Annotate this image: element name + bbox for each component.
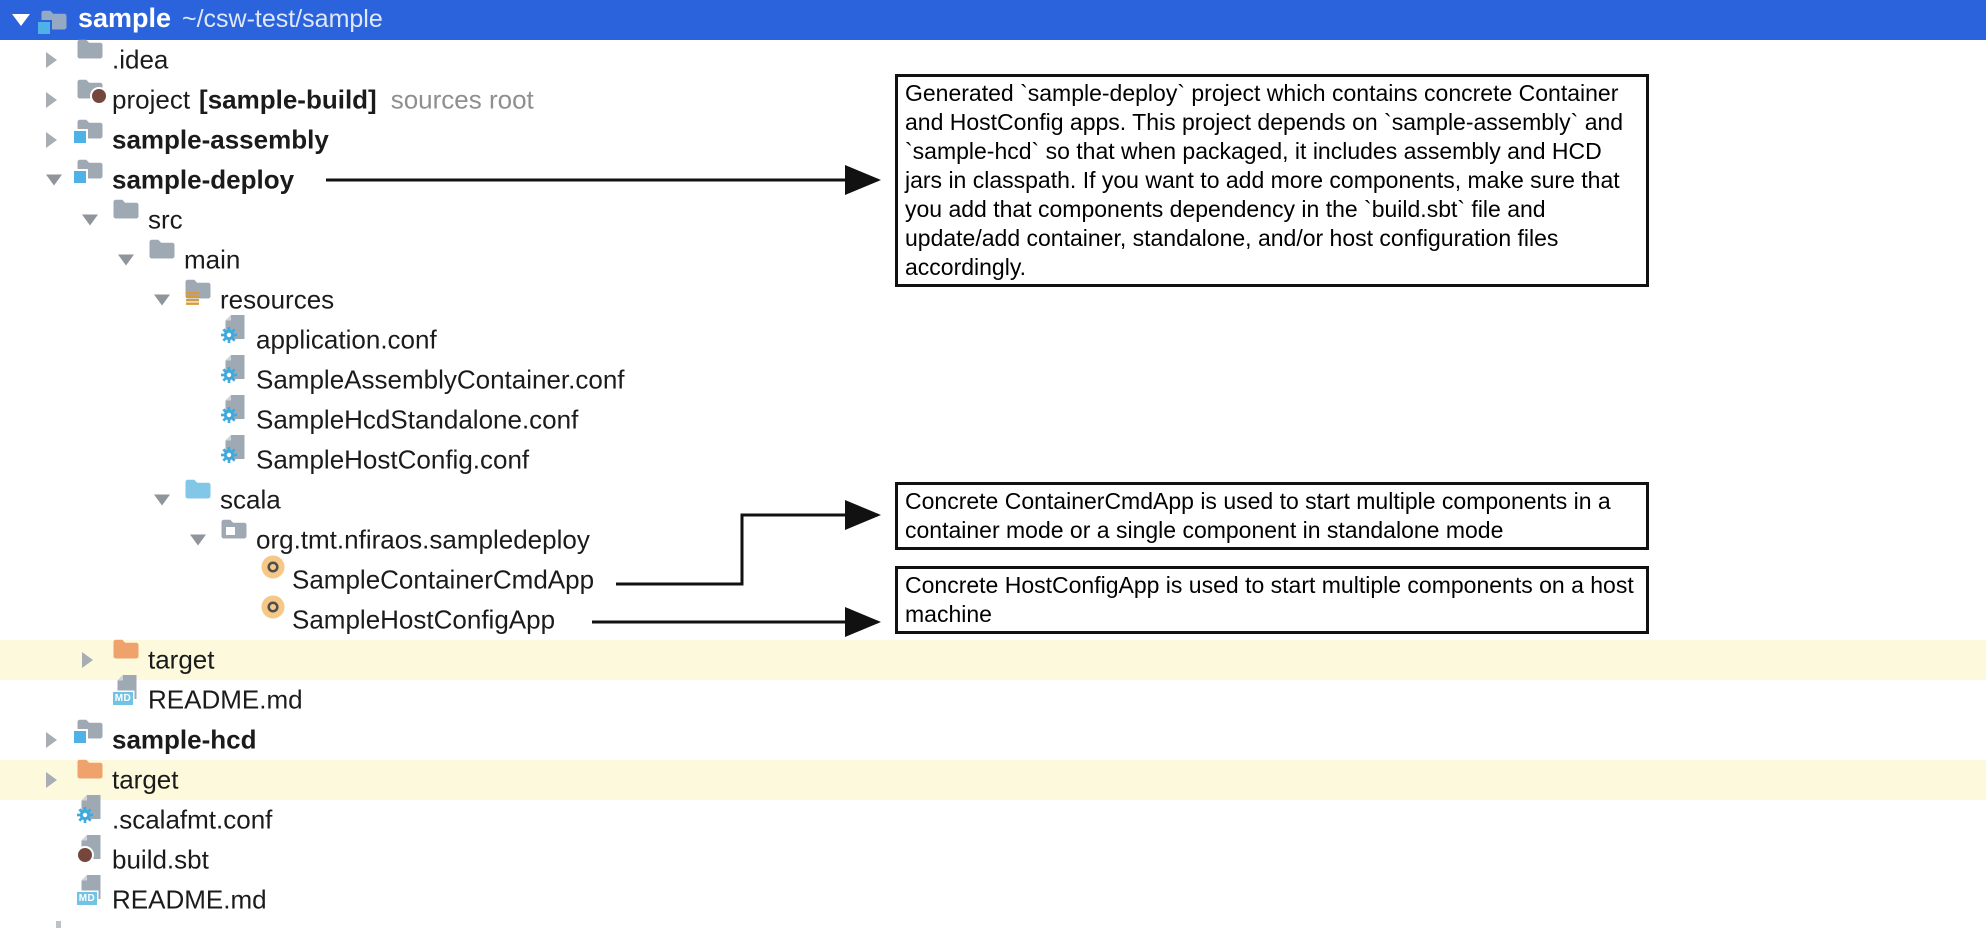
file-md-icon: MD	[113, 675, 138, 713]
tree-row-target[interactable]: target	[0, 639, 1986, 680]
tree-item-label: main	[184, 244, 241, 275]
annotation-box-container-cmd-app: Concrete ContainerCmdApp is used to star…	[895, 482, 1649, 550]
tree-row-application-conf[interactable]: application.conf	[0, 315, 1986, 360]
tree-item-label: SampleHostConfig.conf	[256, 444, 530, 475]
tree-row-project[interactable]: project [sample-build] sources root	[0, 79, 1986, 120]
tree-row-sample-root[interactable]: sample ~/csw-test/sample	[0, 0, 1986, 40]
file-conf-icon	[221, 355, 246, 393]
chevron-collapsed-icon[interactable]	[46, 772, 57, 788]
tree-item-label: README.md	[112, 884, 267, 915]
module-folder-icon	[38, 9, 68, 34]
annotation-box-host-config-app: Concrete HostConfigApp is used to start …	[895, 566, 1649, 634]
scala-object-icon	[260, 555, 286, 593]
tree-item-label: SampleHostConfigApp	[292, 604, 556, 635]
file-conf-icon	[221, 435, 246, 473]
tree-row-src[interactable]: src	[0, 199, 1986, 240]
tree-item-label: .scalafmt.conf	[112, 804, 273, 835]
tree-item-label-secondary: [sample-build]	[199, 84, 377, 115]
tree-row-sample-deploy[interactable]: sample-deploy	[0, 159, 1986, 200]
chevron-expanded-icon[interactable]	[154, 494, 170, 506]
tree-item-label: src	[148, 204, 183, 235]
folder-module-icon	[74, 719, 104, 751]
file-sbt-icon	[78, 835, 102, 873]
tree-row-resources[interactable]: resources	[0, 279, 1986, 320]
chevron-collapsed-icon[interactable]	[46, 132, 57, 148]
chevron-collapsed-icon[interactable]	[46, 52, 57, 68]
folder-module-icon	[74, 159, 104, 191]
tree-item-label: scala	[220, 484, 281, 515]
chevron-expanded-icon[interactable]	[154, 294, 170, 306]
chevron-expanded-icon[interactable]	[190, 534, 206, 546]
chevron-collapsed-icon[interactable]	[46, 732, 57, 748]
tree-item-label: README.md	[148, 684, 303, 715]
tree-row-sample-hcd[interactable]: sample-hcd	[0, 719, 1986, 760]
chevron-expanded-icon[interactable]	[118, 254, 134, 266]
tree-row-scalafmt-conf[interactable]: .scalafmt.conf	[0, 795, 1986, 840]
file-conf-icon	[77, 795, 102, 833]
folder-resources-icon	[184, 279, 212, 311]
tree-row-readme-md[interactable]: MD README.md	[0, 675, 1986, 720]
folder-icon	[148, 239, 176, 271]
tree-row-org-tmt-nfiraos-sampledeploy[interactable]: org.tmt.nfiraos.sampledeploy	[0, 519, 1986, 560]
tree-row-samplehostconfigapp[interactable]: SampleHostConfigApp	[0, 595, 1986, 640]
chevron-expanded-icon[interactable]	[82, 214, 98, 226]
chevron-expanded-icon[interactable]	[12, 14, 30, 26]
scala-object-icon	[260, 595, 286, 633]
tree-item-label: SampleAssemblyContainer.conf	[256, 364, 625, 395]
folder-icon	[112, 199, 140, 231]
chevron-collapsed-icon[interactable]	[46, 92, 57, 108]
tree-item-label: org.tmt.nfiraos.sampledeploy	[256, 524, 590, 555]
project-root-path: ~/csw-test/sample	[182, 5, 383, 33]
tree-row-samplehcdstandalone-conf[interactable]: SampleHcdStandalone.conf	[0, 395, 1986, 440]
tree-row-main[interactable]: main	[0, 239, 1986, 280]
tree-item-label: sample-deploy	[112, 164, 295, 195]
tree-row-samplehostconfig-conf[interactable]: SampleHostConfig.conf	[0, 435, 1986, 480]
folder-sbt-icon	[76, 79, 106, 111]
tree-item-label: .idea	[112, 44, 169, 75]
tree-row-scala[interactable]: scala	[0, 479, 1986, 520]
folder-scala-icon	[184, 479, 212, 511]
file-conf-icon	[221, 395, 246, 433]
tree-item-label: resources	[220, 284, 335, 315]
tree-item-label: build.sbt	[112, 844, 209, 875]
folder-excluded-icon	[112, 639, 140, 671]
tree-item-label: target	[112, 764, 179, 795]
tree-item-suffix: sources root	[390, 84, 534, 115]
chevron-expanded-icon[interactable]	[46, 174, 62, 186]
tree-item-label: application.conf	[256, 324, 437, 355]
tree-row-readme-md[interactable]: MD README.md	[0, 875, 1986, 920]
partial-row-chevron	[56, 921, 61, 928]
tree-row-idea[interactable]: .idea	[0, 39, 1986, 80]
folder-excluded-icon	[76, 759, 104, 791]
tree-item-label: sample-assembly	[112, 124, 329, 155]
tree-row-build-sbt[interactable]: build.sbt	[0, 835, 1986, 880]
file-md-icon: MD	[77, 875, 102, 913]
file-conf-icon	[221, 315, 246, 353]
folder-icon	[76, 39, 104, 71]
project-root-name: sample	[78, 3, 172, 33]
tree-item-label: SampleHcdStandalone.conf	[256, 404, 579, 435]
tree-item-label: target	[148, 644, 215, 675]
tree-row-sampleassemblycontainer-conf[interactable]: SampleAssemblyContainer.conf	[0, 355, 1986, 400]
folder-package-icon	[220, 519, 248, 551]
tree-item-label: sample-hcd	[112, 724, 257, 755]
tree-row-samplecontainercmdapp[interactable]: SampleContainerCmdApp	[0, 555, 1986, 600]
tree-item-label: project	[112, 84, 191, 115]
folder-module-icon	[74, 119, 104, 151]
tree-row-sample-assembly[interactable]: sample-assembly	[0, 119, 1986, 160]
tree-item-label: SampleContainerCmdApp	[292, 564, 595, 595]
annotation-box-sample-deploy: Generated `sample-deploy` project which …	[895, 74, 1649, 287]
tree-row-target[interactable]: target	[0, 759, 1986, 800]
chevron-collapsed-icon[interactable]	[82, 652, 93, 668]
